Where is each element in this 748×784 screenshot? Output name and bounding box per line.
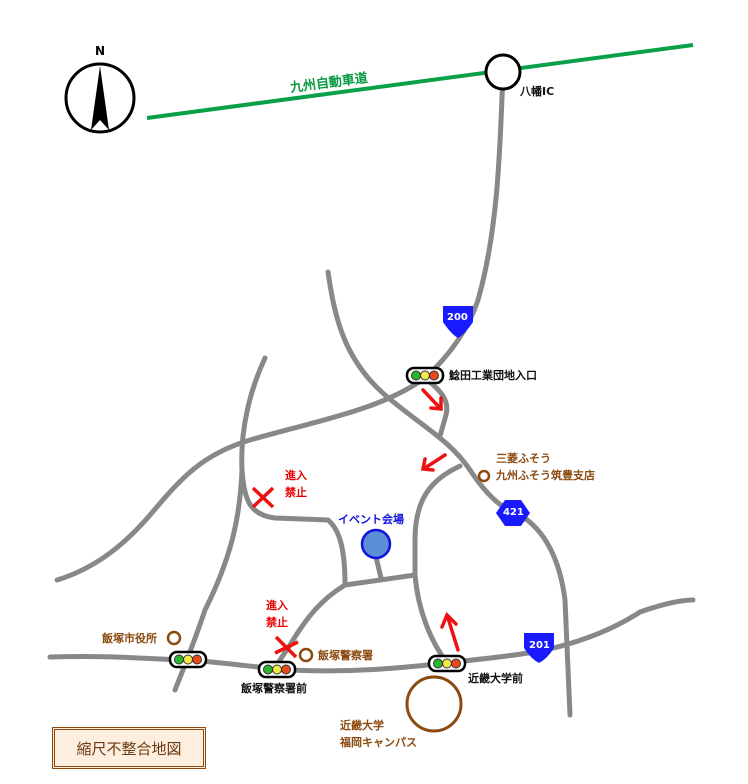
city-hall-marker — [166, 630, 182, 646]
arrow-icon — [421, 388, 443, 411]
intersection-kamatada-label: 鯰田工業団地入口 — [449, 369, 537, 382]
intersection-police-front-label: 飯塚警察署前 — [241, 682, 307, 695]
route-421-shield — [496, 500, 530, 526]
kindai-marker — [405, 675, 463, 733]
police-marker — [298, 647, 314, 663]
compass-icon — [64, 62, 136, 134]
route-201-shield — [524, 633, 554, 663]
road-east-branch — [412, 463, 463, 666]
arrow-icon — [420, 453, 447, 472]
no-entry-label-1: 進入 — [285, 469, 307, 482]
no-entry-x-icon — [274, 635, 299, 659]
scale-notice: 縮尺不整合地図 — [52, 727, 206, 769]
kindai-label-1: 近畿大学 — [340, 719, 384, 732]
compass-north-label: N — [95, 44, 106, 58]
route-200-shield — [443, 306, 473, 338]
no-entry-label-2b: 禁止 — [266, 616, 288, 629]
traffic-light-icon — [427, 654, 467, 673]
traffic-light-icon — [257, 660, 297, 679]
interchange-marker — [484, 53, 522, 91]
mitsubishi-label-1: 三菱ふそう — [496, 452, 551, 465]
road-west-diagonal — [54, 375, 428, 583]
traffic-light-icon — [405, 366, 445, 385]
venue-marker — [360, 528, 392, 560]
road-venue-spur — [373, 554, 384, 581]
no-entry-label-2: 禁止 — [285, 486, 307, 499]
interchange-label: 八幡IC — [520, 85, 555, 98]
road-route-421 — [325, 269, 573, 718]
mitsubishi-label-2: 九州ふそう筑豊支店 — [496, 469, 595, 482]
arrow-icon — [440, 611, 460, 652]
route-200-label: 200 — [447, 312, 468, 323]
road-no-entry-loop — [239, 355, 348, 588]
city-hall-label: 飯塚市役所 — [102, 632, 157, 645]
kindai-label-2: 福岡キャンパス — [340, 736, 417, 749]
expressway-line — [146, 43, 694, 120]
route-201-label: 201 — [529, 640, 550, 651]
route-421-label: 421 — [503, 507, 524, 518]
police-label: 飯塚警察署 — [318, 649, 373, 662]
road-venue-south — [269, 572, 418, 675]
no-entry-x-icon — [251, 486, 275, 509]
no-entry-label-1b: 進入 — [266, 599, 288, 612]
intersection-kindai-front-label: 近畿大学前 — [468, 672, 523, 685]
traffic-light-icon — [168, 650, 208, 669]
mitsubishi-marker — [477, 469, 491, 483]
venue-label: イベント会場 — [338, 513, 404, 526]
